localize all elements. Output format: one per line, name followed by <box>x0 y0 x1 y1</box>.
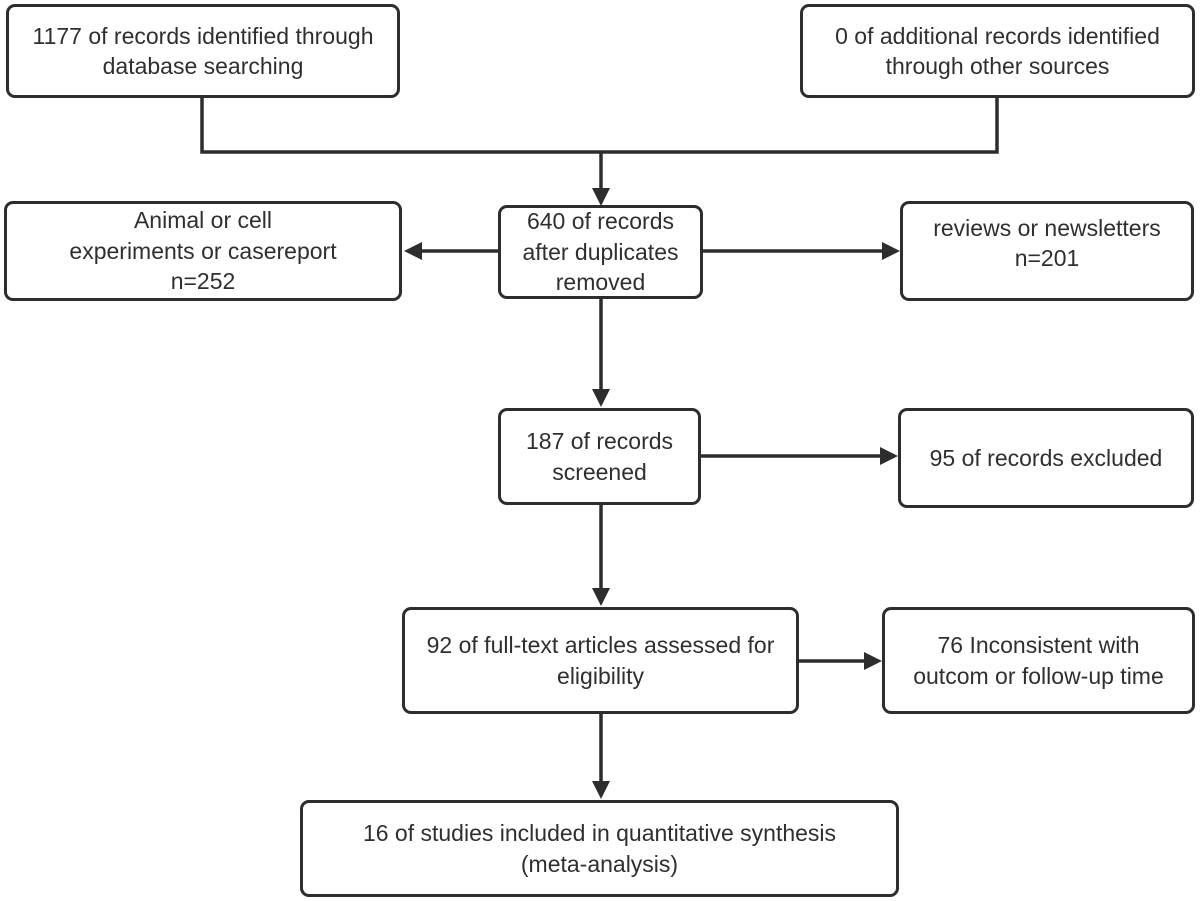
node-records-after-duplicates-removed-label: 640 of records after duplicates removed <box>522 208 679 296</box>
arrow-fulltext-to-included <box>592 714 610 799</box>
arrow-screened-to-excluded <box>701 447 898 465</box>
node-fulltext-articles-assessed: 92 of full-text articles assessed for el… <box>402 607 799 714</box>
arrow-duplicates-to-screened <box>592 299 610 407</box>
node-excluded-inconsistent-outcome-label: 76 Inconsistent with outcom or follow-up… <box>913 632 1164 689</box>
arrow-duplicates-to-animal <box>404 242 498 260</box>
node-additional-records-other-sources: 0 of additional records identified throu… <box>800 4 1195 98</box>
node-records-excluded-label: 95 of records excluded <box>929 444 1163 471</box>
arrow-fulltext-to-inconsistent <box>799 652 882 670</box>
node-records-identified-database: 1177 of records identified through datab… <box>6 4 400 98</box>
node-additional-records-other-sources-label: 0 of additional records identified throu… <box>835 22 1160 79</box>
arrow-screened-to-fulltext <box>592 505 610 606</box>
node-excluded-reviews-newsletters-label: reviews or newsletters n=201 <box>933 215 1161 272</box>
node-records-screened: 187 of records screened <box>498 408 701 505</box>
node-excluded-inconsistent-outcome: 76 Inconsistent with outcom or follow-up… <box>882 607 1195 714</box>
node-fulltext-articles-assessed-label: 92 of full-text articles assessed for el… <box>426 632 775 689</box>
node-studies-included-quantitative-synthesis-label: 16 of studies included in quantitative s… <box>362 820 837 877</box>
node-records-screened-label: 187 of records screened <box>525 428 674 485</box>
node-records-after-duplicates-removed: 640 of records after duplicates removed <box>498 205 703 299</box>
node-studies-included-quantitative-synthesis: 16 of studies included in quantitative s… <box>300 800 899 897</box>
node-excluded-reviews-newsletters: reviews or newsletters n=201 <box>900 201 1194 301</box>
connector-identified-and-additional-merge <box>200 98 999 206</box>
node-excluded-animal-cell-casereport: Animal or cell experiments or casereport… <box>4 201 402 301</box>
node-records-identified-database-label: 1177 of records identified through datab… <box>32 22 374 79</box>
node-records-excluded: 95 of records excluded <box>898 408 1194 508</box>
node-excluded-animal-cell-casereport-label: Animal or cell experiments or casereport… <box>69 207 337 295</box>
arrow-duplicates-to-reviews <box>703 242 900 260</box>
